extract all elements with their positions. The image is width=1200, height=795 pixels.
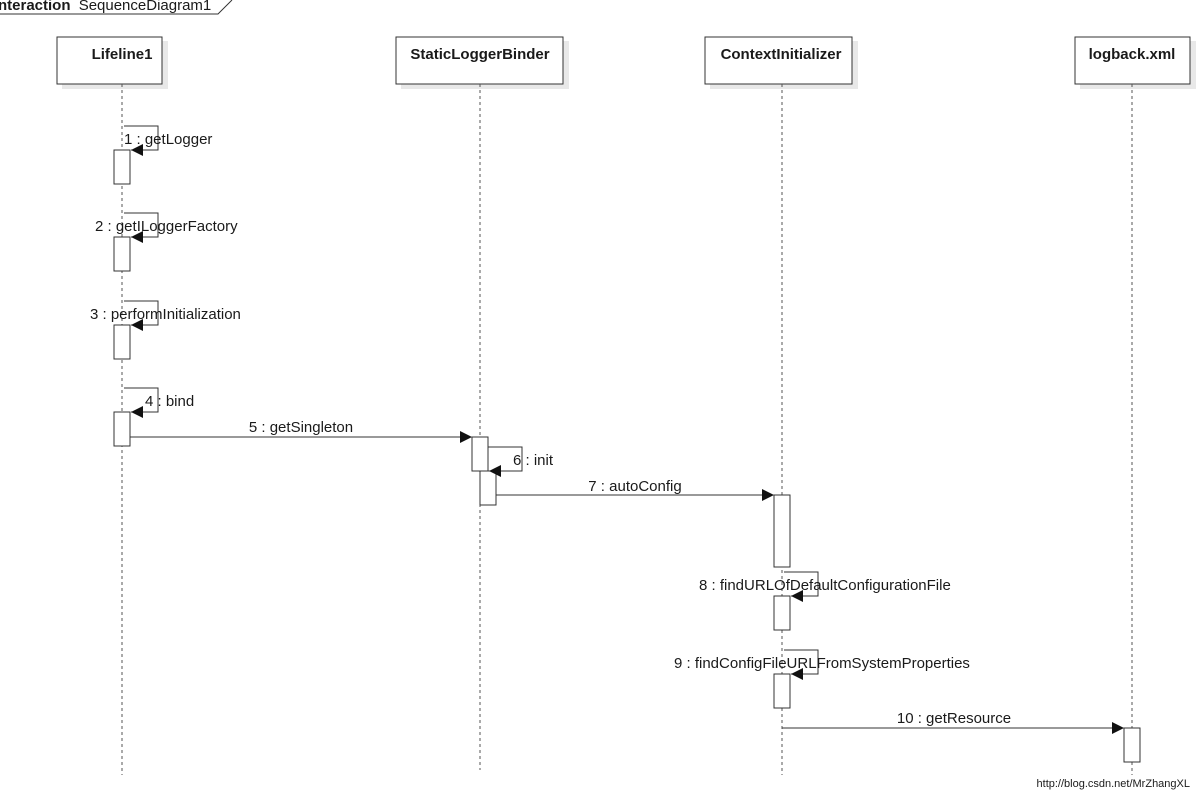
- message-8[interactable]: 8 : findURLOfDefaultConfigurationFile: [699, 571, 951, 602]
- activation-bar[interactable]: [773, 595, 791, 631]
- frame-tab: nteraction SequenceDiagram1: [0, 0, 233, 15]
- lifeline-head[interactable]: [1074, 36, 1191, 85]
- lifeline-name: StaticLoggerBinder: [410, 46, 549, 63]
- message-10[interactable]: 10 : getResource: [782, 710, 1124, 734]
- lifeline-logback-xml: logback.xml: [1074, 36, 1196, 775]
- activation-bars: [113, 149, 1141, 763]
- message-9[interactable]: 9 : findConfigFileURLFromSystemPropertie…: [674, 649, 970, 680]
- lifeline-staticloggerbinder: StaticLoggerBinder: [395, 36, 569, 770]
- svg-text:nteraction SequenceDiagr: nteraction SequenceDiagram1: [0, 0, 211, 14]
- message-label: 9 : findConfigFileURLFromSystemPropertie…: [674, 655, 970, 672]
- activation-bar[interactable]: [113, 411, 131, 447]
- message-label: 2 : getILoggerFactory: [95, 218, 238, 235]
- frame-name: SequenceDiagram1: [79, 0, 212, 14]
- activation-bar[interactable]: [471, 436, 489, 472]
- lifeline-contextinitializer: ContextInitializer: [704, 36, 858, 775]
- message-7[interactable]: 7 : autoConfig: [496, 478, 774, 501]
- message-1[interactable]: 1 : getLogger: [124, 125, 212, 156]
- watermark-text: http://blog.csdn.net/MrZhangXL: [1037, 778, 1190, 790]
- message-label: 1 : getLogger: [124, 131, 212, 148]
- message-label: 3 : performInitialization: [90, 306, 241, 323]
- activation-bar[interactable]: [773, 673, 791, 709]
- frame-keyword: nteraction: [0, 0, 71, 14]
- lifeline-name: ContextInitializer: [721, 46, 842, 63]
- message-3[interactable]: 3 : performInitialization: [90, 300, 241, 331]
- lifeline-head[interactable]: [704, 36, 853, 85]
- lifeline-head[interactable]: [56, 36, 163, 85]
- message-4[interactable]: 4 : bind: [124, 387, 194, 418]
- lifeline-head[interactable]: [395, 36, 564, 85]
- message-5[interactable]: 5 : getSingleton: [130, 419, 472, 443]
- message-label: 4 : bind: [145, 393, 194, 410]
- activation-bar[interactable]: [113, 149, 131, 185]
- message-label: 7 : autoConfig: [588, 478, 681, 495]
- message-label: 5 : getSingleton: [249, 419, 353, 436]
- message-label: 6 : init: [513, 452, 554, 469]
- message-2[interactable]: 2 : getILoggerFactory: [95, 212, 238, 243]
- activation-bar[interactable]: [113, 236, 131, 272]
- message-label: 8 : findURLOfDefaultConfigurationFile: [699, 577, 951, 594]
- lifeline-name: Lifeline1: [92, 46, 153, 63]
- message-6[interactable]: 6 : init: [488, 446, 554, 477]
- message-label: 10 : getResource: [897, 710, 1011, 727]
- activation-bar[interactable]: [479, 470, 497, 506]
- activation-bar[interactable]: [1123, 727, 1141, 763]
- activation-bar[interactable]: [113, 324, 131, 360]
- activation-bar[interactable]: [773, 494, 791, 568]
- lifeline-name: logback.xml: [1089, 46, 1176, 63]
- lifeline-lifeline1: Lifeline1: [56, 36, 168, 775]
